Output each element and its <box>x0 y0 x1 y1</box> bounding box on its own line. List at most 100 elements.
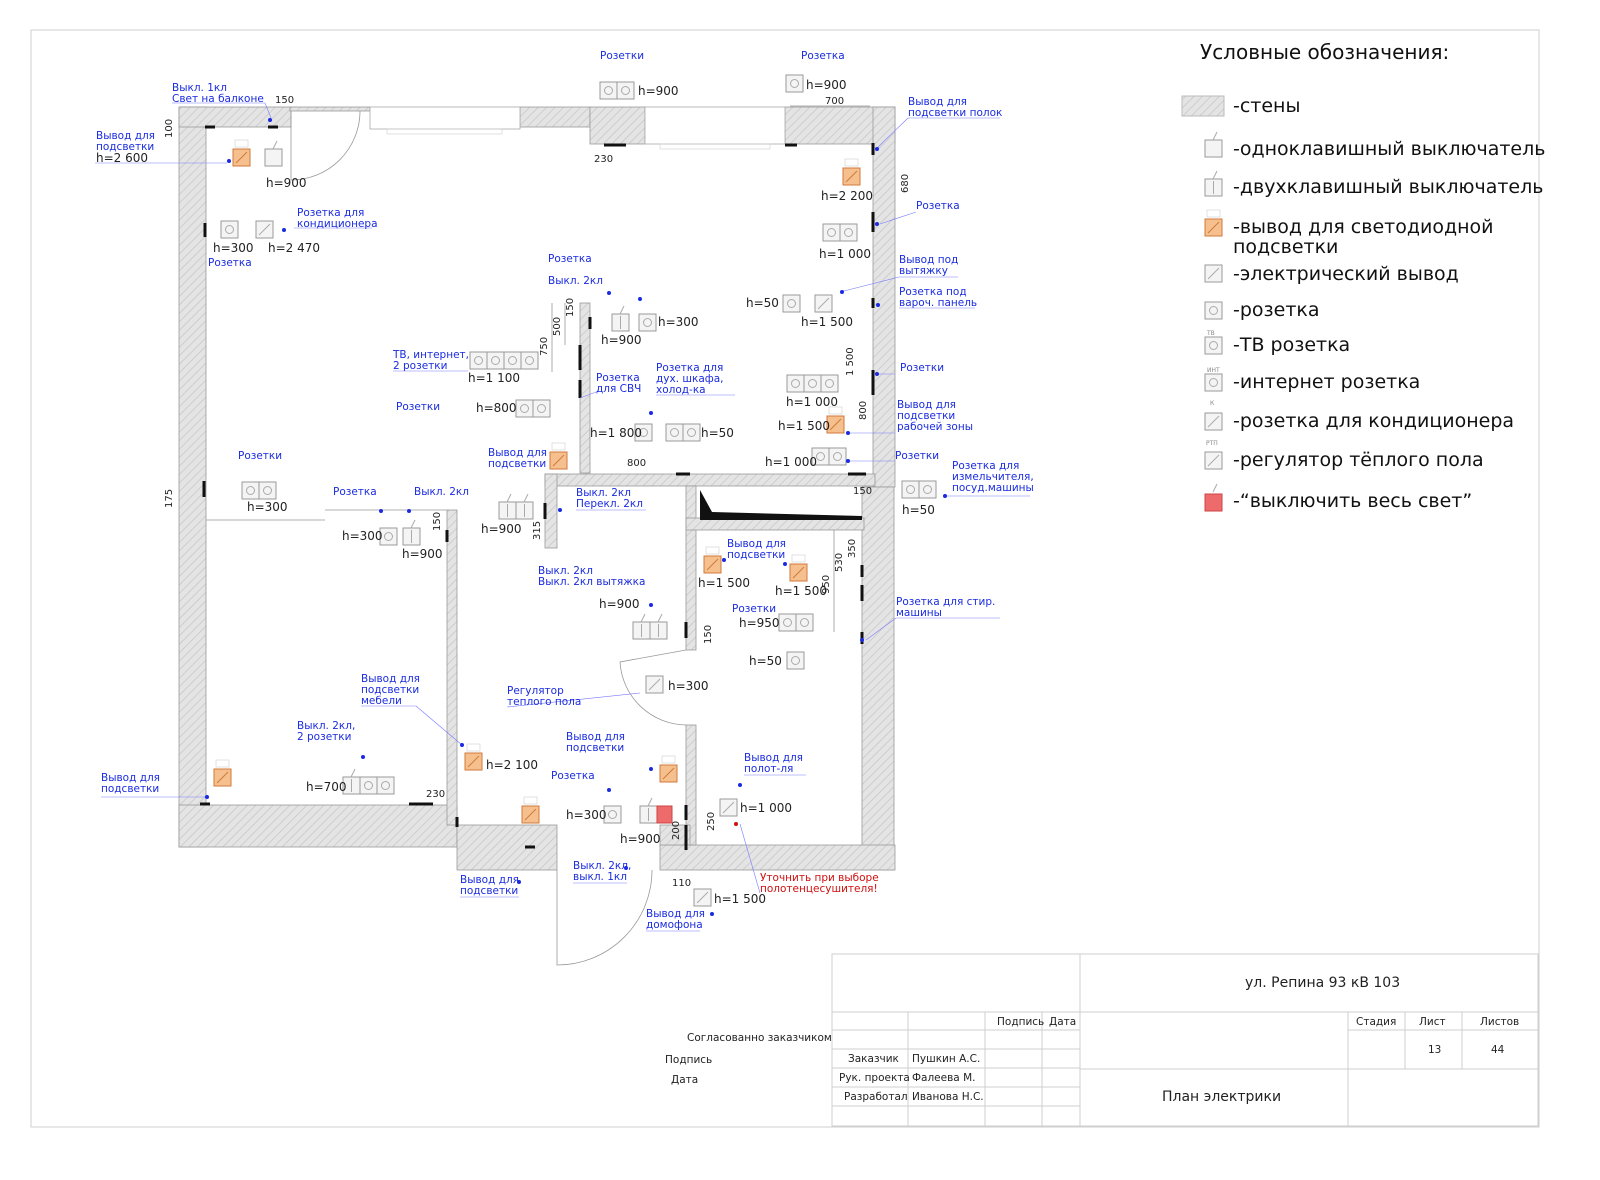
electric-output-icon <box>814 294 833 313</box>
socket-icon <box>520 351 539 370</box>
walls <box>178 106 896 966</box>
text-label: -регулятор тёплого пола <box>1233 449 1484 471</box>
label: Розетка для стир. <box>896 596 995 608</box>
socket-icon <box>665 423 684 442</box>
label: Розетки <box>732 603 776 615</box>
electric-output-icon <box>719 798 738 817</box>
label: h=1 500 <box>801 315 853 329</box>
socket-icon <box>795 613 814 632</box>
text-label: Фалеева М. <box>912 1072 975 1084</box>
switch-2-icon <box>649 613 668 640</box>
text-label: Разработал <box>844 1091 908 1103</box>
label: подсветки <box>96 141 154 153</box>
text-label: Дата <box>1049 1016 1076 1028</box>
text-label: -двухклавишный выключатель <box>1233 176 1543 198</box>
label: h=900 <box>601 333 642 347</box>
sheet-frame <box>30 29 1540 1128</box>
label: h=1 500 <box>775 584 827 598</box>
tv-socket-icon <box>1204 336 1223 355</box>
text-label: 500 <box>552 317 563 336</box>
label: Выкл. 1кл <box>172 82 227 94</box>
label: вытяжку <box>899 265 948 277</box>
label: h=2 100 <box>486 758 538 772</box>
label: рабочей зоны <box>897 421 973 433</box>
label: выкл. 1кл <box>573 871 627 883</box>
label: дух. шкафа, <box>656 373 724 385</box>
label: h=2 470 <box>268 241 320 255</box>
master-off-icon <box>656 805 673 824</box>
text-label: 100 <box>164 119 175 138</box>
text-label: -ТВ розетка <box>1233 334 1350 356</box>
switch-2-icon <box>611 305 630 332</box>
label: измельчителя, <box>952 471 1034 483</box>
label: Розетка под <box>899 286 967 298</box>
text-label: 175 <box>164 489 175 508</box>
label: h=300 <box>213 241 254 255</box>
switch-icon <box>264 140 283 167</box>
label: Вывод для <box>566 731 625 743</box>
wall-left <box>178 106 207 848</box>
socket-icon <box>532 399 551 418</box>
title-block: ул. Репина 93 кВ 103 Подпись Дата Стадия… <box>665 953 1539 1127</box>
label: Вывод для <box>897 399 956 411</box>
text-label: -вывод для светодиодной <box>1233 216 1493 238</box>
led-output-icon <box>1204 209 1223 237</box>
socket-icon <box>918 480 937 499</box>
tv-socket-icon <box>469 351 488 370</box>
label: h=1 000 <box>819 247 871 261</box>
wall-right-lower <box>861 486 895 871</box>
socket-icon <box>839 223 858 242</box>
text-label: Рук. проекта <box>839 1072 910 1084</box>
text-label: ИНТ <box>1207 367 1220 374</box>
switch-2-icon <box>639 797 658 824</box>
label: подсветки <box>727 549 785 561</box>
label: h=1 000 <box>765 455 817 469</box>
text-label: 230 <box>594 154 613 165</box>
text-label: Подпись <box>997 1016 1044 1028</box>
socket-icon <box>599 81 618 100</box>
socket-icon <box>822 223 841 242</box>
dimensions: 150 100 230 700 680 150 500 750 1 500 80… <box>164 95 911 889</box>
label: подсветки <box>897 410 955 422</box>
label: Вывод для <box>96 130 155 142</box>
connection-dots <box>205 118 947 916</box>
text-label: Иванова Н.С. <box>912 1091 984 1103</box>
label: Вывод для <box>101 772 160 784</box>
led-output-icon <box>842 158 861 186</box>
label: h=1 100 <box>468 371 520 385</box>
text-label: 110 <box>672 878 691 889</box>
label: Розетка <box>801 50 845 62</box>
label: h=1 000 <box>786 395 838 409</box>
switch-2-icon <box>498 493 517 520</box>
text-label: Подпись <box>665 1054 712 1066</box>
label: h=1 500 <box>698 576 750 590</box>
master-off-icon <box>1204 493 1223 512</box>
text-label: 800 <box>627 458 646 469</box>
label: h=300 <box>342 529 383 543</box>
text-label: Листов <box>1480 1016 1519 1028</box>
label: Выкл. 2кл <box>576 487 631 499</box>
text-label: 230 <box>426 789 445 800</box>
socket-icon <box>785 74 804 93</box>
plan-symbols <box>213 74 937 907</box>
internet-socket-icon <box>1204 373 1223 392</box>
label: теплого пола <box>507 696 581 708</box>
label: Регулятор <box>507 685 564 697</box>
label: Выкл. 2кл, <box>297 720 355 732</box>
socket-icon <box>515 399 534 418</box>
label: Выкл. 2кл вытяжка <box>538 576 645 588</box>
label: Розетка <box>333 486 377 498</box>
label: подсветки полок <box>908 107 1002 119</box>
led-output-icon <box>464 743 483 771</box>
plan-labels: Выкл. 1кл Свет на балконе Вывод для подс… <box>96 50 1034 931</box>
label: h=1 000 <box>740 801 792 815</box>
label: Розетка <box>916 200 960 212</box>
socket-icon <box>828 447 847 466</box>
socket-icon <box>241 481 260 500</box>
text-label: 530 <box>834 553 845 572</box>
text-label: 150 <box>703 625 714 644</box>
label: Вывод для <box>488 447 547 459</box>
label: Розетки <box>600 50 644 62</box>
label: h=300 <box>247 500 288 514</box>
legend-title: Условные обозначения: <box>1200 40 1449 64</box>
